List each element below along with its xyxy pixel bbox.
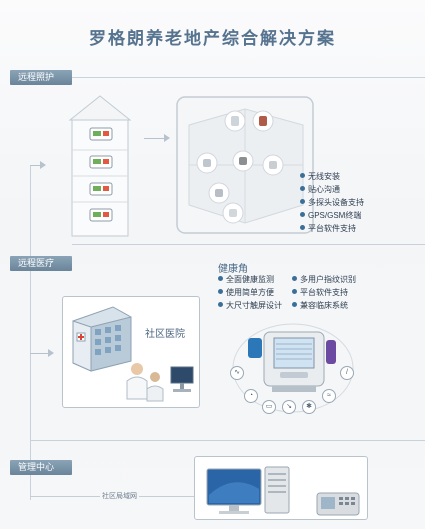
feature-item: 大尺寸触屏设计 xyxy=(218,299,282,312)
community-hospital-panel: 社区医院 xyxy=(62,296,200,408)
pulse-oximeter-icon: ≈ xyxy=(322,389,336,403)
feature-item: 使用简单方便 xyxy=(218,286,282,299)
connector-arrow-line xyxy=(30,353,50,354)
desk-phone-icon xyxy=(316,492,360,516)
stethoscope-icon: ∿ xyxy=(230,366,244,380)
health-kiosk-device xyxy=(232,323,354,413)
feature-item: 兼容临床系统 xyxy=(292,299,356,312)
remote-care-feature-list: 无线安装 贴心沟通 多探头设备支持 GPS/GSM终端 平台软件支持 xyxy=(300,170,364,235)
health-corner-features-right: 多用户指纹识别 平台软件支持 兼容临床系统 xyxy=(292,273,356,312)
scale-icon: ▭ xyxy=(262,400,276,414)
connector-line xyxy=(30,165,31,500)
page-title: 罗格朗养老地产综合解决方案 xyxy=(89,29,336,48)
section-divider xyxy=(72,244,425,245)
feature-item: 平台软件支持 xyxy=(292,286,356,299)
ecg-icon: ✱ xyxy=(302,400,316,414)
section-divider xyxy=(72,77,425,78)
health-corner-features-left: 全面健康监测 使用简单方便 大尺寸触屏设计 xyxy=(218,273,282,312)
arrow-right-icon xyxy=(40,161,46,169)
doctor-computer-icon xyxy=(126,363,194,402)
feature-item: 多用户指纹识别 xyxy=(292,273,356,286)
section-tab-remote-medical: 远程医疗 xyxy=(10,256,72,271)
section-divider xyxy=(30,440,425,441)
home-floorplan-illustration xyxy=(176,96,314,234)
section-tab-remote-care: 远程照护 xyxy=(10,70,72,85)
apartment-building-icon xyxy=(68,95,132,237)
feature-item: 贴心沟通 xyxy=(300,183,364,196)
glucose-meter-icon: ↘ xyxy=(282,400,296,414)
thermometer-icon: / xyxy=(340,366,354,380)
network-label: 社区局域网 xyxy=(100,491,139,501)
feature-item: GPS/GSM终端 xyxy=(300,209,364,222)
connector-arrow-line xyxy=(30,165,42,166)
hospital-building-icon xyxy=(72,306,132,372)
arrow-right-icon xyxy=(164,134,170,142)
section-tab-management: 管理中心 xyxy=(10,460,72,475)
flow-arrow-line xyxy=(144,138,166,139)
feature-item: 全面健康监测 xyxy=(218,273,282,286)
arrow-right-icon xyxy=(48,349,54,357)
feature-item: 平台软件支持 xyxy=(300,222,364,235)
health-corner-title: 健康角 xyxy=(218,264,248,275)
feature-item: 多探头设备支持 xyxy=(300,196,364,209)
management-center-panel xyxy=(194,456,368,520)
feature-item: 无线安装 xyxy=(300,170,364,183)
hospital-label: 社区医院 xyxy=(145,329,185,340)
desktop-computer-icon xyxy=(206,466,290,514)
blood-pressure-icon: ◔ xyxy=(244,389,258,403)
